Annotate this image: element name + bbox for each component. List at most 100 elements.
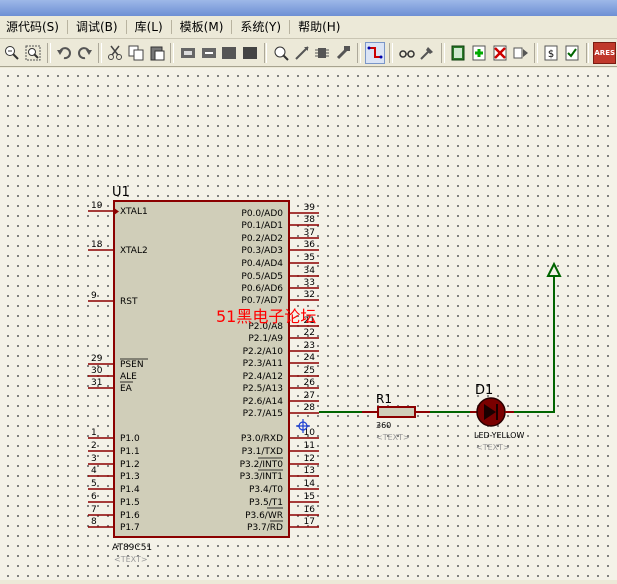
menu-template[interactable]: 模板(M) — [179, 20, 224, 34]
menu-separator — [125, 20, 127, 34]
remove-sheet-icon[interactable] — [490, 43, 509, 63]
mcu-pin-left[interactable]: 2P1.1 — [88, 441, 140, 457]
pin-number: 26 — [304, 378, 316, 388]
wire-d1-to-power[interactable] — [514, 276, 555, 413]
make-device-icon[interactable] — [292, 43, 311, 63]
resistor-r1[interactable] — [362, 406, 430, 418]
pick-device-icon[interactable] — [271, 43, 290, 63]
pin-name: P3.6/WR — [245, 511, 283, 521]
new-sheet-icon[interactable] — [449, 43, 468, 63]
pin-number: 29 — [91, 354, 103, 364]
pin-name: P1.4 — [120, 485, 140, 495]
cursor-crosshair — [296, 419, 310, 433]
wire-autorouter-icon[interactable] — [364, 41, 386, 64]
undo-icon[interactable] — [55, 43, 74, 63]
pin-name: P3.2/INT0 — [240, 460, 284, 470]
electrical-check-icon[interactable] — [563, 43, 582, 63]
toolbar-separator — [263, 42, 268, 63]
pin-name: PSEN — [120, 360, 144, 370]
pin-number: 34 — [304, 266, 316, 276]
block-move-icon[interactable] — [199, 43, 218, 63]
redo-icon[interactable] — [75, 43, 94, 63]
resistor-ref-label: R1 — [376, 392, 392, 406]
menu-library[interactable]: 库(L) — [134, 20, 163, 34]
pin-name: P0.2/AD2 — [241, 234, 283, 244]
sheet-explorer-icon[interactable] — [511, 43, 530, 63]
mcu-pin-left[interactable]: 5P1.4 — [88, 479, 140, 495]
cut-icon[interactable] — [106, 43, 125, 63]
block-delete-icon[interactable] — [241, 43, 260, 63]
led-d1[interactable] — [470, 397, 514, 427]
bill-of-materials-icon[interactable]: $ — [542, 43, 561, 63]
add-sheet-icon[interactable] — [470, 43, 489, 63]
pin-name: P2.3/A11 — [243, 359, 283, 369]
search-icon[interactable] — [397, 43, 416, 63]
pin-number: 6 — [91, 492, 97, 502]
package-icon[interactable] — [313, 43, 332, 63]
block-rotate-icon[interactable] — [220, 43, 239, 63]
pin-name: P0.0/AD0 — [241, 209, 283, 219]
menu-debug[interactable]: 调试(B) — [75, 20, 118, 34]
mcu-pin-left[interactable]: 3P1.2 — [88, 454, 140, 470]
copy-icon[interactable] — [127, 43, 146, 63]
pin-name: P2.0/A8 — [248, 322, 283, 332]
svg-text:$: $ — [548, 49, 554, 60]
toolbar-separator — [356, 42, 361, 63]
mcu-pin-left[interactable]: 8P1.7 — [88, 517, 140, 533]
pin-name: XTAL2 — [120, 246, 148, 256]
mcu-body[interactable] — [113, 200, 290, 538]
pin-name: P3.1/TXD — [242, 447, 283, 457]
menu-source[interactable]: 源代码(S) — [6, 20, 59, 34]
decompose-icon[interactable] — [334, 43, 353, 63]
mcu-pin-left[interactable]: 7P1.6 — [88, 505, 140, 521]
zoom-area-icon[interactable] — [24, 43, 43, 63]
pin-number: 36 — [304, 240, 316, 250]
pin-name: P1.2 — [120, 460, 140, 470]
pin-number: 19 — [91, 201, 103, 211]
mcu-pin-left[interactable]: 1P1.0 — [88, 428, 140, 444]
paste-icon[interactable] — [148, 43, 167, 63]
menu-system[interactable]: 系统(Y) — [240, 20, 282, 34]
toolbar-separator — [170, 42, 175, 63]
mcu-pin-left[interactable]: 4P1.3 — [88, 466, 140, 482]
block-copy-icon[interactable] — [178, 43, 197, 63]
zoom-out-icon[interactable] — [3, 43, 22, 63]
ares-icon[interactable]: ARES — [593, 41, 617, 64]
menu-help[interactable]: 帮助(H) — [298, 20, 341, 34]
property-tool-icon[interactable] — [418, 43, 437, 63]
mcu-pin-left[interactable]: 6P1.5 — [88, 492, 140, 508]
pin-name: P3.0/RXD — [241, 434, 283, 444]
power-terminal-icon[interactable] — [546, 261, 562, 277]
